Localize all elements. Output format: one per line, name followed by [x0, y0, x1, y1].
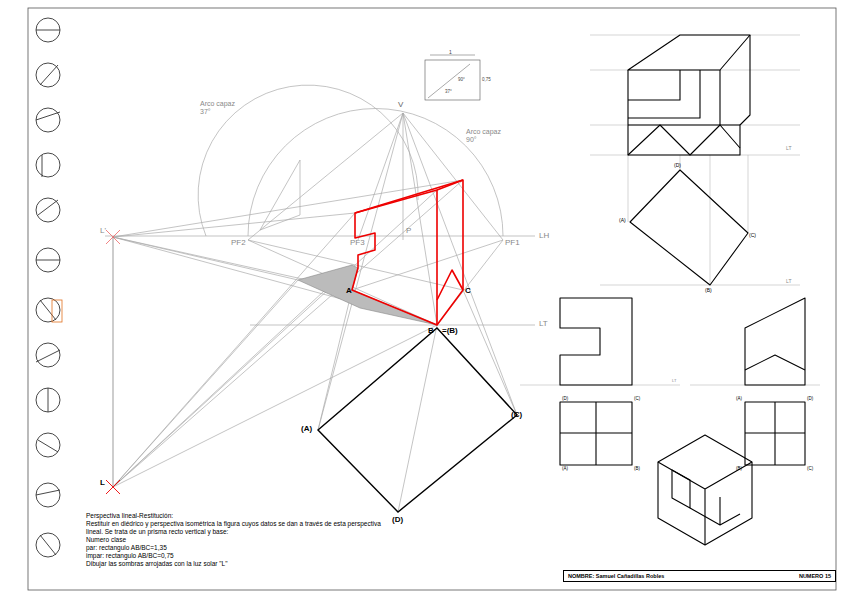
drawing-label: (C): [749, 232, 756, 238]
title-block: NOMBRE: Samuel Cañadillas Robles NUMERO 1…: [563, 570, 836, 582]
drawing-label: LT: [539, 319, 548, 329]
drawing-label: impar: rectangulo AB/BC=0,75: [86, 552, 174, 560]
drawing-label: (D): [392, 515, 403, 525]
drawing-label: (D): [562, 396, 568, 401]
drawing-label: C: [465, 286, 471, 296]
drawing-label: V: [398, 100, 403, 110]
drawing-label: Arco capaz 37°: [200, 100, 240, 117]
drawing-label: P: [406, 226, 411, 236]
drawing-label: L: [100, 478, 105, 488]
title-block-text: NOMBRE: Samuel Cañadillas Robles: [568, 573, 664, 579]
drawing-label: (B): [705, 287, 712, 293]
drawing-label: (A): [736, 396, 742, 401]
drawing-label: PF1: [505, 238, 520, 248]
drawing-label: PF2: [231, 238, 246, 248]
drawing-label: 90°: [458, 77, 465, 82]
drawing-label: (C): [511, 410, 522, 420]
drawing-label: Restituir en diédrico y perspectiva isom…: [86, 520, 386, 536]
drawing-label: Arco capaz 90°: [466, 128, 506, 145]
drawing-label: Perspectiva lineal-Restitución:: [86, 512, 173, 520]
drawing-label: L': [100, 226, 106, 236]
drawing-label: Numero clase: [86, 536, 126, 544]
drawing-label: PF3: [350, 238, 365, 248]
drawing-label: =(B): [442, 326, 458, 336]
drawing-label: LT: [672, 379, 676, 384]
drawing-label: 37°: [445, 89, 452, 94]
drawing-label: LH: [539, 231, 549, 241]
drawing-label: B: [428, 326, 434, 336]
drawing-label: 1: [449, 49, 452, 55]
drawing-label: LT: [786, 145, 791, 151]
drawing-label: (D): [807, 396, 813, 401]
drawing-label: (B): [736, 466, 742, 471]
drawing-label: (C): [807, 466, 813, 471]
drawing-label: (B): [634, 466, 640, 471]
drawing-label: Dibujar las sombras arrojadas con la luz…: [86, 560, 228, 568]
drawing-label: (D): [674, 162, 681, 168]
drawing-label: LT: [786, 278, 791, 284]
drawing-label: 0,75: [482, 77, 491, 82]
drawing-label: (A): [562, 466, 568, 471]
drawing-label: (A): [301, 424, 312, 434]
title-block-text: NUMERO 15: [799, 573, 831, 579]
drawing-label: A: [346, 286, 352, 296]
drawing-label: (C): [634, 396, 640, 401]
drawing-label: (A): [619, 217, 626, 223]
drawing-label: par: rectangulo AB/BC=1,35: [86, 544, 167, 552]
